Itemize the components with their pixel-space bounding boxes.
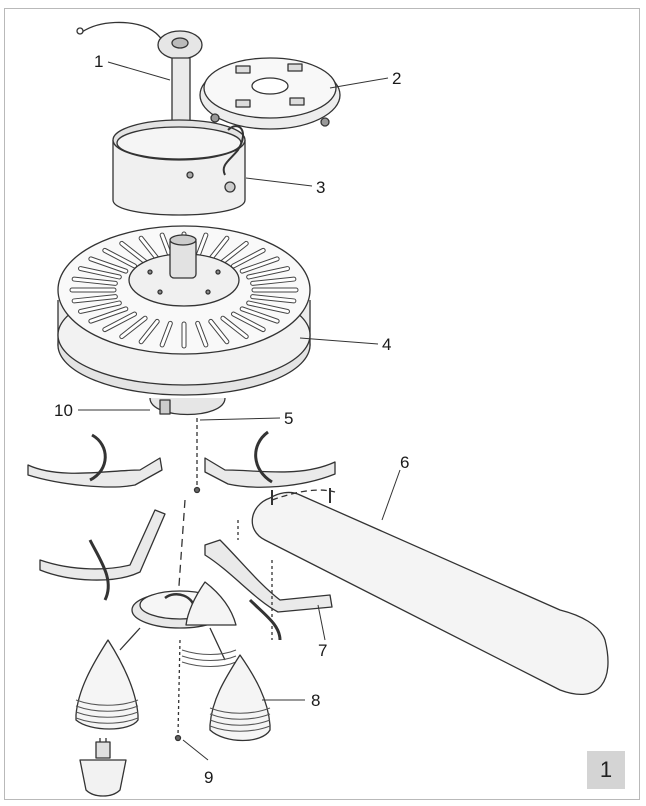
vent-slot-inner (209, 319, 229, 344)
vent-slot-inner (251, 295, 296, 303)
callout-8: 8 (311, 691, 320, 710)
vent-slot-inner (139, 319, 159, 344)
callout-10: 10 (54, 401, 73, 420)
vent-slot-inner (72, 295, 117, 303)
part-2-mounting-plate (199, 57, 341, 130)
vent-slot-inner (196, 321, 208, 347)
vent-slot-inner (120, 241, 147, 264)
vent-slot-inner (79, 301, 121, 313)
callout-5: 5 (284, 409, 293, 428)
part-3-canopy (112, 119, 246, 216)
blade-bracket-lower-right (204, 520, 333, 641)
callout-2: 2 (392, 69, 401, 88)
vent-slot-inner (72, 277, 117, 285)
vent-slot-inner (120, 316, 147, 339)
callout-4: 4 (382, 335, 391, 354)
callout-7: 7 (318, 641, 327, 660)
light-shade-left (75, 639, 139, 730)
vent-slot-inner (209, 236, 229, 261)
vent-slot-inner (160, 321, 172, 347)
vent-slot-inner (160, 233, 172, 259)
vent-slot-inner (79, 267, 121, 279)
part-5-pull-chain (177, 418, 201, 601)
vent-slot-inner (221, 316, 248, 339)
light-shade-back (181, 581, 237, 667)
part-9-light-pull-chain (174, 639, 182, 742)
vent-slot-inner (196, 233, 208, 259)
vent-slot-inner (221, 241, 248, 264)
blade-bracket-upper-right (204, 430, 336, 488)
vent-slot-inner (247, 267, 289, 279)
part-10-switch-housing (149, 397, 226, 416)
vent-slot-inner (103, 312, 137, 332)
light-shade-right (209, 654, 271, 742)
vent-slot-inner (231, 248, 265, 268)
vent-slot-inner (247, 301, 289, 313)
vent-slot-inner (240, 257, 279, 273)
vent-slot-inner (89, 257, 128, 273)
callout-9: 9 (204, 768, 213, 787)
callout-1: 1 (94, 52, 103, 71)
part-4-motor-housing (57, 225, 311, 396)
vent-slot-inner (139, 236, 159, 261)
part-1-downrod (76, 21, 203, 130)
light-bulb (79, 738, 127, 797)
figure-number-badge: 1 (587, 751, 625, 789)
part-6-fan-blade (251, 488, 609, 696)
vent-slot-inner (240, 307, 279, 323)
vent-slot-inner (251, 277, 296, 285)
vent-slot-inner (231, 312, 265, 332)
leader-lines (78, 61, 401, 761)
callout-3: 3 (316, 178, 325, 197)
vent-slot-inner (89, 307, 128, 323)
vent-slot-inner (103, 248, 137, 268)
callout-6: 6 (400, 453, 409, 472)
blade-bracket-upper-left (27, 433, 163, 488)
blade-bracket-lower-left (39, 509, 166, 601)
